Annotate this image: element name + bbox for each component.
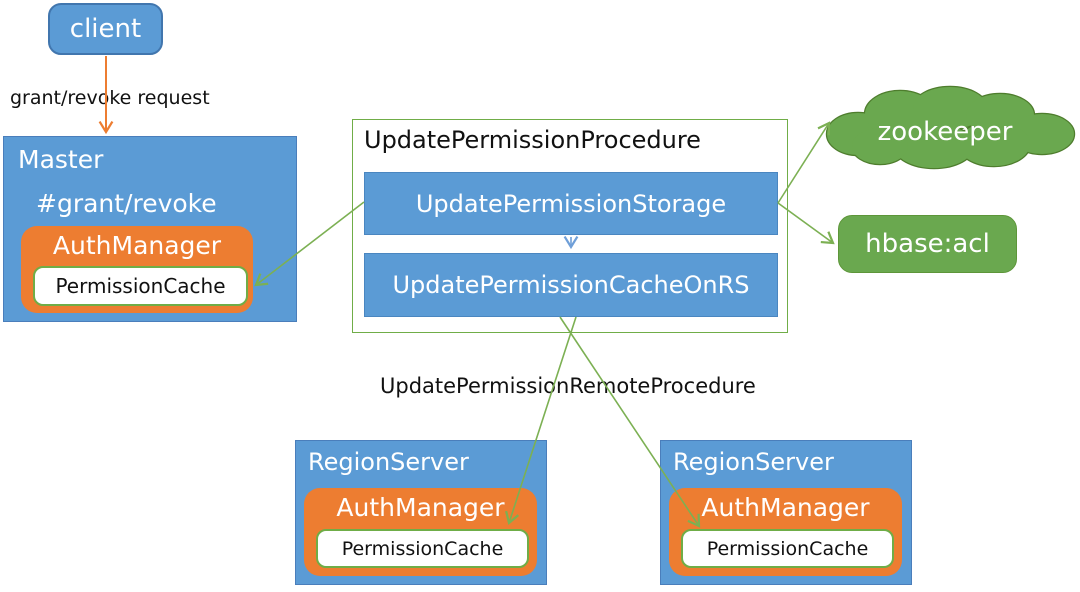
master-grant-revoke-method: #grant/revoke xyxy=(36,189,217,218)
region-server-node-1: RegionServer AuthManager PermissionCache xyxy=(295,440,547,585)
master-auth-manager-box: AuthManager PermissionCache xyxy=(21,226,253,313)
client-label: client xyxy=(69,14,142,44)
update-permission-remote-procedure-label: UpdatePermissionRemoteProcedure xyxy=(380,374,756,398)
region-server-1-permission-cache-box: PermissionCache xyxy=(316,529,529,568)
update-permission-storage-step: UpdatePermissionStorage xyxy=(364,172,778,235)
region-server-2-auth-manager-box: AuthManager PermissionCache xyxy=(669,488,902,576)
master-title: Master xyxy=(18,145,104,174)
master-permission-cache-box: PermissionCache xyxy=(33,266,248,306)
update-permission-cache-on-rs-step: UpdatePermissionCacheOnRS xyxy=(364,253,778,317)
master-auth-manager-label: AuthManager xyxy=(52,231,222,260)
procedure-title: UpdatePermissionProcedure xyxy=(364,126,701,154)
region-server-2-permission-cache-box: PermissionCache xyxy=(681,529,894,568)
region-server-2-title: RegionServer xyxy=(673,448,834,476)
region-server-2-auth-manager-label: AuthManager xyxy=(701,493,870,522)
grant-revoke-request-label: grant/revoke request xyxy=(10,87,210,109)
region-server-1-auth-manager-label: AuthManager xyxy=(336,493,505,522)
region-server-1-permission-cache-label: PermissionCache xyxy=(341,537,504,560)
master-permission-cache-label: PermissionCache xyxy=(55,274,226,298)
region-server-node-2: RegionServer AuthManager PermissionCache xyxy=(660,440,912,585)
zookeeper-cloud-shape xyxy=(825,85,1076,170)
region-server-1-title: RegionServer xyxy=(308,448,469,476)
region-server-2-permission-cache-label: PermissionCache xyxy=(706,537,869,560)
region-server-1-auth-manager-box: AuthManager PermissionCache xyxy=(304,488,537,576)
master-node: Master #grant/revoke AuthManager Permiss… xyxy=(3,136,297,322)
hbase-acl-node: hbase:acl xyxy=(838,215,1017,273)
client-node: client xyxy=(48,3,163,55)
zookeeper-label: zookeeper xyxy=(877,117,1013,147)
update-permission-procedure-box: UpdatePermissionProcedure UpdatePermissi… xyxy=(352,119,788,333)
hbase-acl-label: hbase:acl xyxy=(865,229,990,259)
